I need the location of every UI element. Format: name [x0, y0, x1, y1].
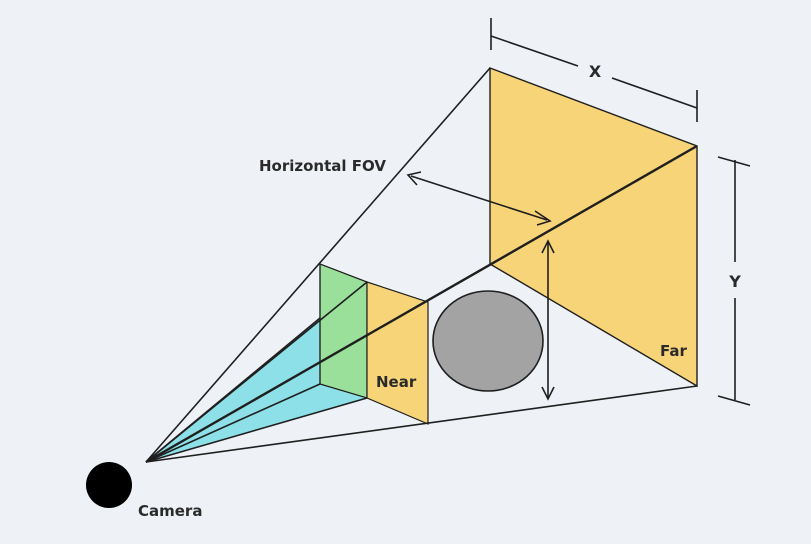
vertical-arrow	[541, 239, 555, 401]
horizontal-fov-label: Horizontal FOV	[259, 157, 386, 175]
y-label: Y	[728, 272, 741, 291]
camera-label: Camera	[138, 502, 202, 520]
x-dimension-marker	[490, 18, 698, 122]
occluding-object	[432, 290, 544, 392]
frustum-lines	[145, 67, 698, 464]
far-label: Far	[660, 342, 687, 360]
near-frustum-volume	[146, 318, 367, 462]
near-plane-side	[319, 263, 368, 399]
horizontal-fov-arrow	[406, 171, 552, 226]
y-dimension-marker	[717, 156, 751, 406]
x-label: X	[589, 62, 602, 81]
near-plane	[366, 281, 429, 425]
camera-icon	[86, 462, 132, 508]
near-label: Near	[376, 373, 417, 391]
